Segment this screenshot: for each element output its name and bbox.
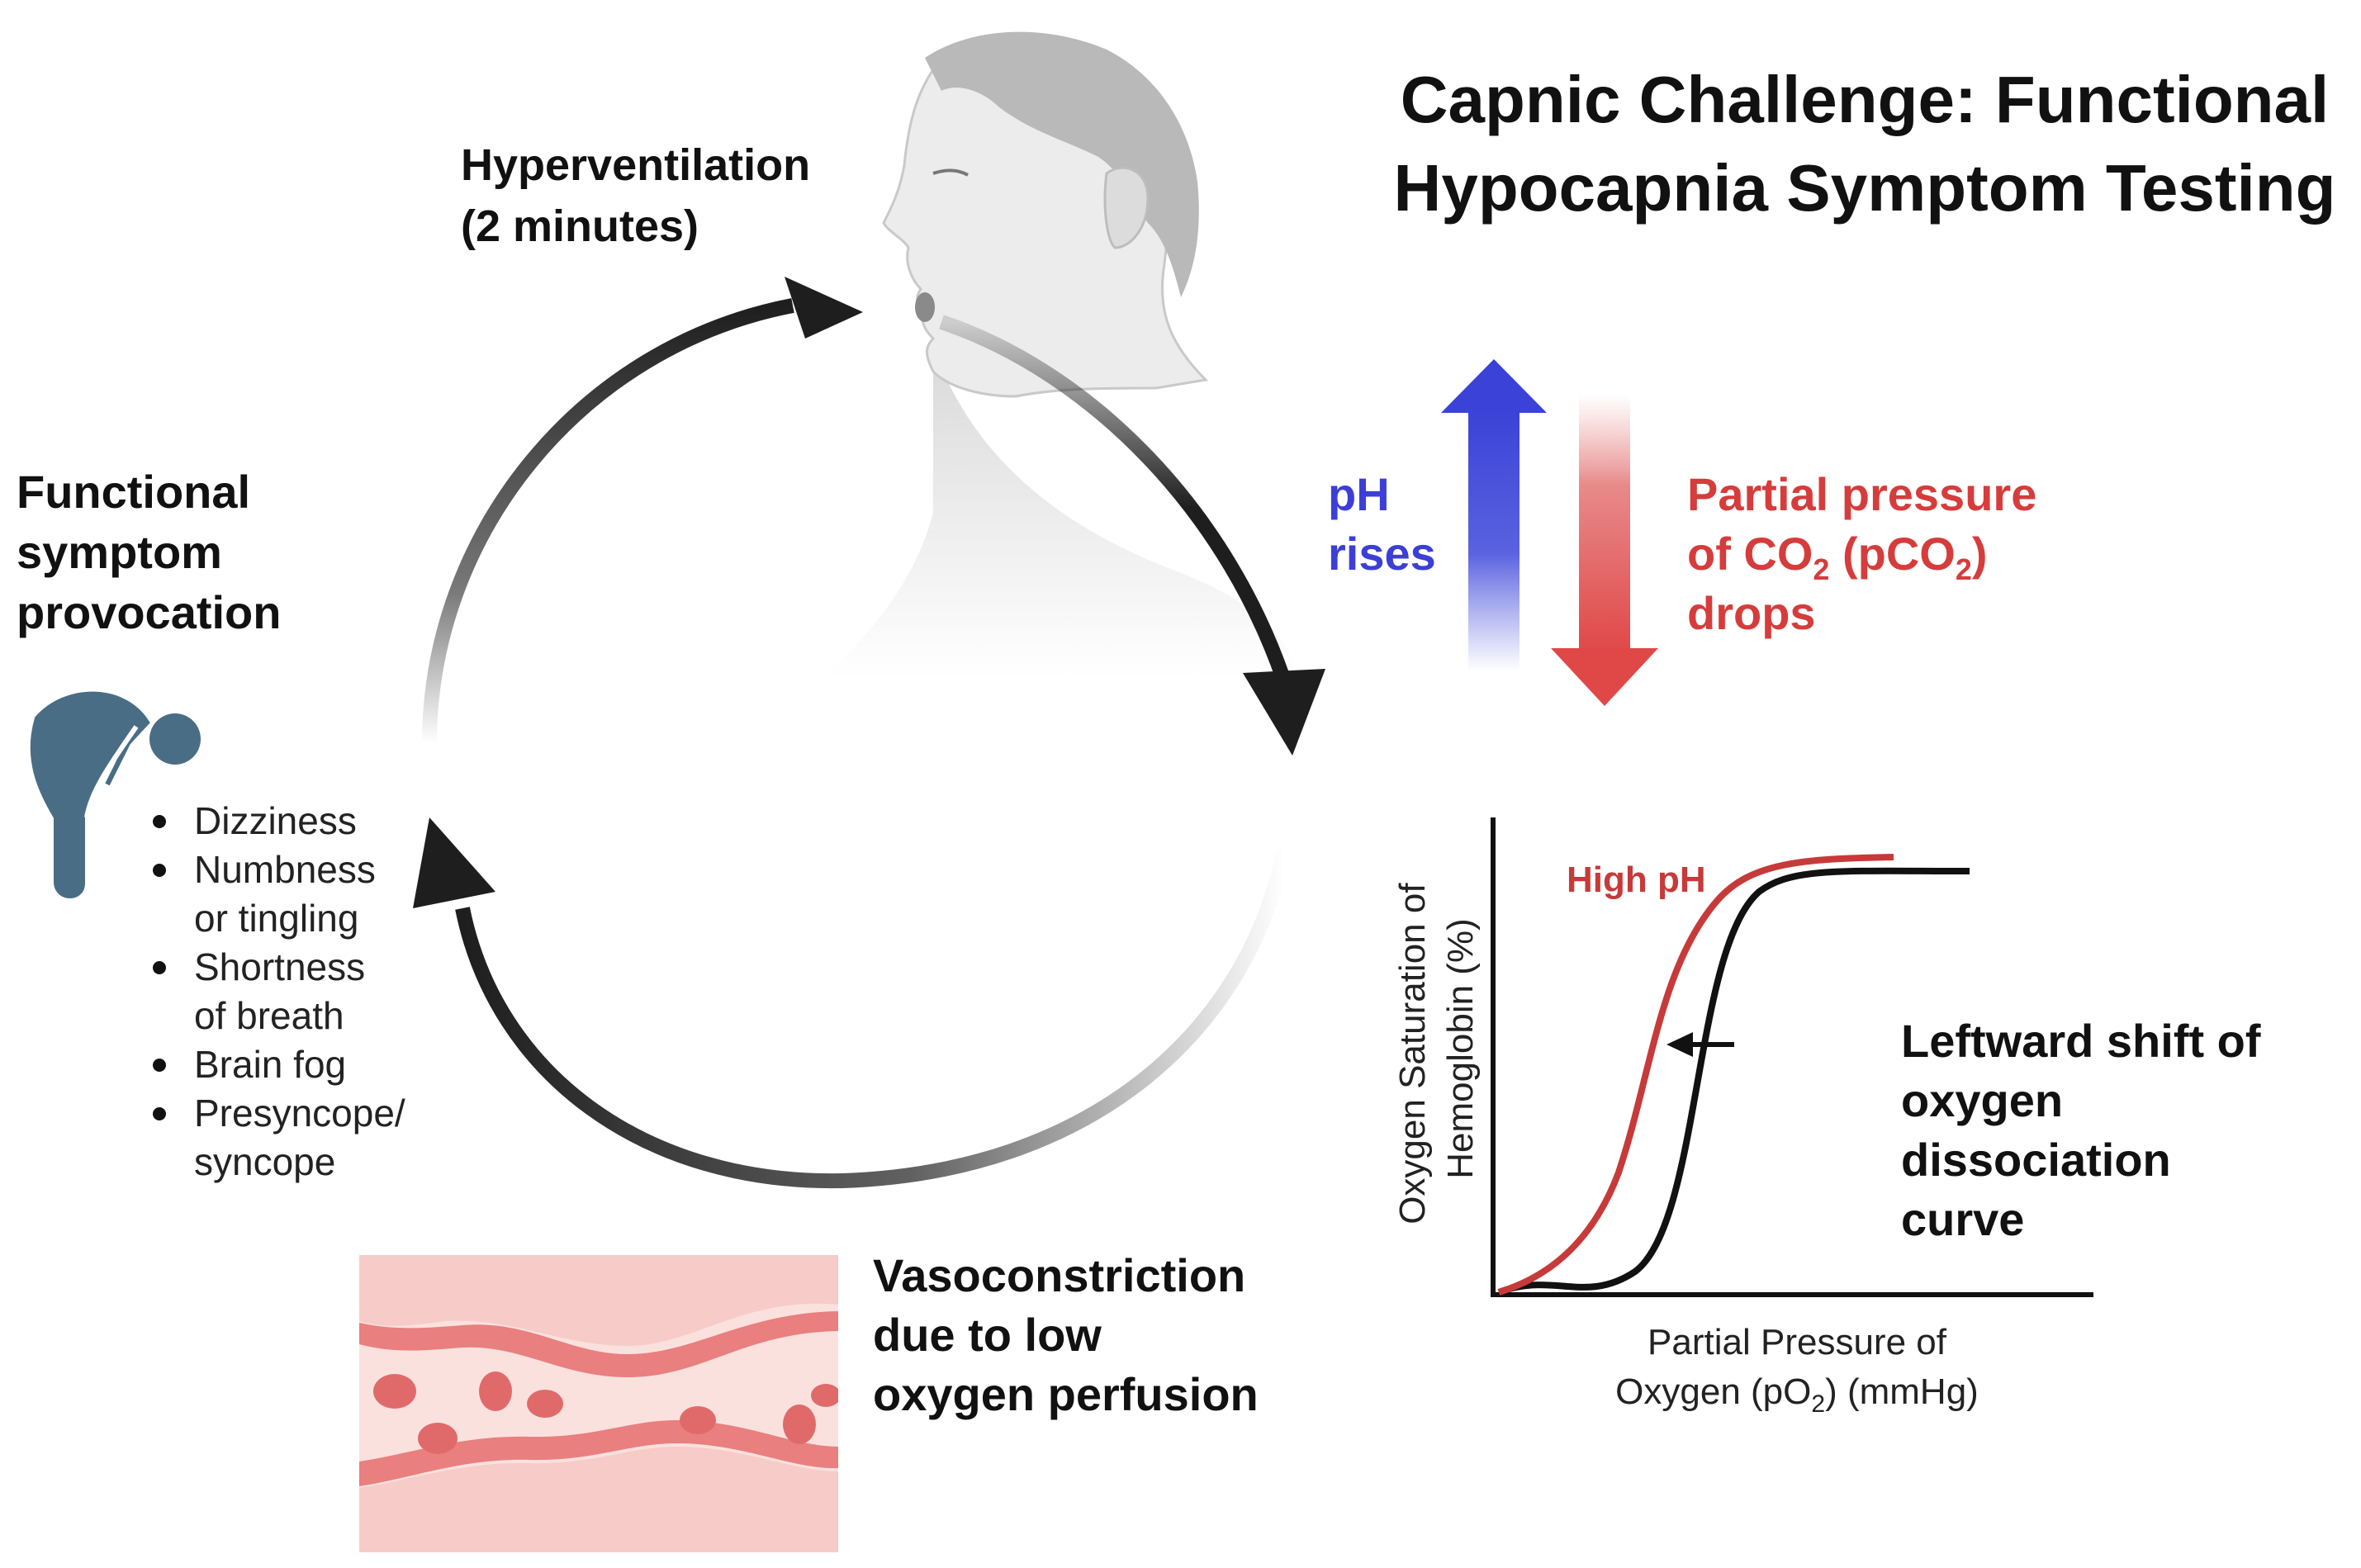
symptom-item-text: Presyncope/: [194, 1092, 405, 1135]
arrowhead-top-icon: [785, 277, 863, 339]
vessel-lower-wall: [359, 1420, 838, 1486]
neck-shoulder: [826, 347, 1297, 677]
red-blood-cell: [527, 1390, 563, 1418]
ph-label-line-1: pH: [1328, 468, 1390, 520]
red-blood-cell: [479, 1371, 512, 1411]
vessel-upper-wall: [359, 1311, 838, 1377]
symptom-item-text: Dizziness: [194, 799, 357, 842]
red-blood-cell: [783, 1405, 816, 1444]
ph-arrow-shaft: [1468, 409, 1519, 671]
shift-line-1: Leftward shift of: [1901, 1015, 2261, 1067]
pco2-line2-sub: 2: [1813, 552, 1829, 586]
vessel-upper-tissue: [359, 1255, 838, 1346]
red-blood-cell: [811, 1384, 838, 1407]
symptom-item-text: or tingling: [194, 897, 358, 940]
shift-line-2: oxygen: [1901, 1074, 2063, 1126]
bent-over-person-icon: [30, 691, 201, 898]
red-blood-cell: [373, 1374, 416, 1409]
vaso-line-2: due to low: [873, 1309, 1102, 1361]
pco2-line2-post: ): [1972, 528, 1988, 580]
arc-right: [939, 315, 1296, 696]
arc-bottom: [455, 849, 1292, 1189]
head-illustration: [826, 31, 1297, 677]
vaso-line-3: oxygen perfusion: [873, 1368, 1259, 1420]
eye: [932, 168, 970, 177]
cycle-arrows: [413, 277, 1325, 1189]
arrowhead-right-icon: [1243, 669, 1325, 756]
blood-vessel-illustration: [359, 1255, 838, 1552]
title-line-1: Capnic Challenge: Functional: [1401, 63, 2330, 136]
arc-left-top: [422, 298, 794, 744]
ph-arrow-head-icon: [1441, 359, 1547, 413]
person-body: [30, 691, 150, 898]
pco2-arrow-shaft: [1579, 395, 1630, 652]
vessel-lower-tissue: [359, 1447, 838, 1552]
hair: [925, 31, 1199, 298]
person-arm: [84, 725, 139, 818]
functional-line-1: Functional: [17, 466, 250, 518]
symptom-item-text: Brain fog: [194, 1043, 346, 1086]
symptom-bullet-icon: [153, 961, 166, 974]
title-block: Capnic Challenge: Functional Hypocapnia …: [1394, 63, 2336, 225]
x-axis-label-line-2-pre: Oxygen (pO: [1615, 1371, 1811, 1412]
pco2-line2-mid: (pCO: [1829, 528, 1955, 580]
pco2-drops-arrow: [1551, 395, 1658, 706]
arrowhead-left-icon: [413, 817, 495, 908]
dissociation-curve-chart: High pH Oxygen Saturation of Hemoglobin …: [1392, 817, 2093, 1418]
symptom-bullet-icon: [153, 815, 166, 828]
symptom-item-text: of breath: [194, 994, 344, 1037]
red-blood-cell: [680, 1406, 716, 1434]
x-axis-label-line-2-post: ) (mmHg): [1825, 1371, 1979, 1412]
shift-line-3: dissociation: [1901, 1134, 2171, 1186]
y-axis-label: Oxygen Saturation of Hemoglobin (%): [1392, 873, 1481, 1225]
shift-arrow-head-icon: [1666, 1032, 1693, 1057]
vaso-line-1: Vasoconstriction: [873, 1249, 1245, 1301]
ph-rises-arrow: [1441, 359, 1547, 671]
pco2-label-line-2: of CO2 (pCO2): [1687, 528, 1988, 586]
symptom-bullet-icon: [153, 1107, 166, 1120]
x-axis-label-line-2-sub: 2: [1811, 1390, 1825, 1418]
y-axis-label-line-2: Hemoglobin (%): [1440, 918, 1481, 1178]
symptom-item-text: Shortness: [194, 945, 365, 988]
shift-line-4: curve: [1901, 1193, 2024, 1245]
pco2-line2-sub2: 2: [1956, 552, 1972, 586]
person-head: [149, 713, 201, 765]
high-ph-curve: [1497, 854, 1894, 1296]
symptom-bullet-icon: [153, 864, 166, 877]
x-axis-label-line-1: Partial Pressure of: [1647, 1322, 1947, 1362]
normal-curve: [1497, 867, 1970, 1296]
red-blood-cell: [418, 1423, 458, 1454]
pco2-label-line-1: Partial pressure: [1687, 468, 2036, 520]
symptom-item-text: Numbness: [194, 848, 376, 891]
symptom-item-text: syncope: [194, 1140, 335, 1183]
title-line-2: Hypocapnia Symptom Testing: [1394, 151, 2336, 225]
ph-label-line-2: rises: [1328, 528, 1436, 580]
hyperventilation-line-1: Hyperventilation: [461, 140, 810, 190]
symptom-bullet-icon: [153, 1059, 166, 1072]
open-mouth: [915, 292, 935, 322]
high-ph-label: High pH: [1567, 860, 1706, 900]
x-axis-label-line-2: Oxygen (pO2) (mmHg): [1615, 1371, 1979, 1418]
hyperventilation-line-2: (2 minutes): [461, 201, 699, 251]
pco2-line2-pre: of CO: [1687, 528, 1813, 580]
y-axis-label-line-1: Oxygen Saturation of: [1392, 883, 1433, 1225]
ear: [1103, 166, 1150, 249]
functional-line-2: symptom: [17, 526, 222, 578]
pco2-label-line-3: drops: [1687, 587, 1816, 639]
functional-line-3: provocation: [17, 586, 281, 638]
pco2-arrow-head-icon: [1551, 648, 1658, 706]
